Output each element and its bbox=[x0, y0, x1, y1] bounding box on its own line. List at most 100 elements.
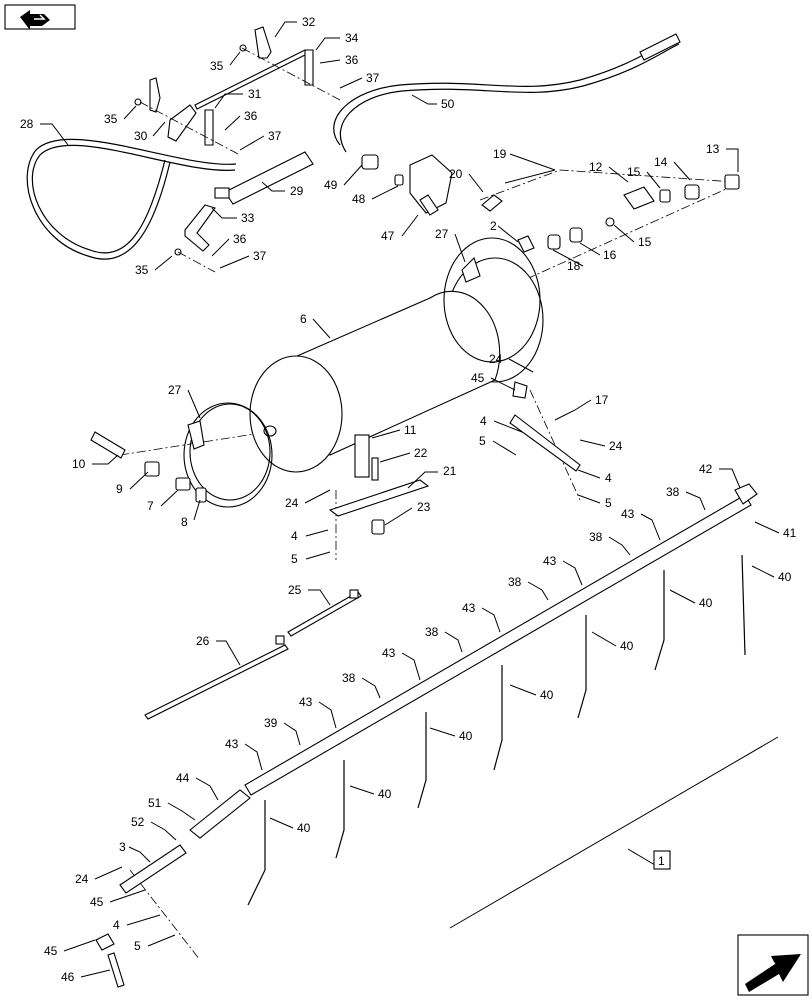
callout-label-c24a: 24 bbox=[489, 352, 503, 366]
callout-label-c9: 9 bbox=[116, 482, 123, 496]
callout-label-c38e: 38 bbox=[342, 671, 356, 685]
callout-label-c13: 13 bbox=[706, 142, 720, 156]
callout-label-c27a: 27 bbox=[435, 227, 449, 241]
callout-label-c8: 8 bbox=[181, 515, 188, 529]
callout-label-c38c: 38 bbox=[508, 575, 522, 589]
callout-label-c24b: 24 bbox=[609, 439, 623, 453]
callout-label-c4c: 4 bbox=[291, 529, 298, 543]
leader-lines bbox=[40, 21, 780, 978]
callout-label-c29: 29 bbox=[290, 184, 304, 198]
callout-label-c34: 34 bbox=[345, 31, 359, 45]
callout-label-c40g: 40 bbox=[297, 821, 311, 835]
callout-label-c45a: 45 bbox=[471, 371, 485, 385]
assembly-1-bracket: 1 bbox=[449, 736, 779, 929]
callout-label-c37c: 37 bbox=[253, 249, 267, 263]
callout-label-c22: 22 bbox=[414, 446, 428, 460]
air-tank bbox=[183, 237, 581, 535]
manifold-pipe bbox=[95, 483, 758, 988]
assembly-number-label: 1 bbox=[658, 854, 665, 868]
callout-label-c28: 28 bbox=[20, 117, 34, 131]
callout-label-c52: 52 bbox=[131, 815, 145, 829]
callout-label-c20: 20 bbox=[449, 167, 463, 181]
callout-label-c40e: 40 bbox=[459, 729, 473, 743]
callout-label-c30: 30 bbox=[134, 129, 148, 143]
callout-label-c38a: 38 bbox=[666, 485, 680, 499]
callout-label-c35a: 35 bbox=[210, 59, 224, 73]
callout-label-c43a: 43 bbox=[621, 507, 635, 521]
callout-label-c6: 6 bbox=[300, 312, 307, 326]
callout-label-c5d: 5 bbox=[134, 939, 141, 953]
callout-label-c35b: 35 bbox=[104, 112, 118, 126]
callout-label-c18: 18 bbox=[567, 259, 581, 273]
callout-label-c15b: 15 bbox=[638, 235, 652, 249]
drop-pipes bbox=[247, 554, 746, 906]
callout-label-c43f: 43 bbox=[225, 737, 239, 751]
callout-label-c37b: 37 bbox=[268, 129, 282, 143]
cable-ties bbox=[144, 589, 362, 720]
callout-label-c45c: 45 bbox=[44, 944, 58, 958]
callout-label-c21: 21 bbox=[443, 464, 457, 478]
callout-label-c4d: 4 bbox=[113, 918, 120, 932]
callout-label-c4a: 4 bbox=[480, 414, 487, 428]
forward-arrow-icon[interactable] bbox=[737, 934, 809, 996]
callout-label-c48: 48 bbox=[352, 192, 366, 206]
callout-label-c16: 16 bbox=[603, 248, 617, 262]
callout-label-c46: 46 bbox=[61, 970, 75, 984]
callout-label-c26: 26 bbox=[196, 634, 210, 648]
callout-label-c3: 3 bbox=[119, 840, 126, 854]
callout-label-c2: 2 bbox=[490, 219, 497, 233]
callout-label-c33: 33 bbox=[241, 211, 255, 225]
callout-label-c50: 50 bbox=[441, 97, 455, 111]
callout-label-c39: 39 bbox=[264, 716, 278, 730]
callout-label-c51: 51 bbox=[148, 796, 162, 810]
callout-label-c40f: 40 bbox=[378, 787, 392, 801]
callout-label-c47: 47 bbox=[381, 229, 395, 243]
callout-label-c44: 44 bbox=[176, 771, 190, 785]
callout-label-c4b: 4 bbox=[605, 471, 612, 485]
callout-label-c36a: 36 bbox=[345, 53, 359, 67]
bracket-parts bbox=[134, 26, 314, 256]
callout-label-c19: 19 bbox=[493, 147, 507, 161]
callout-label-c43b: 43 bbox=[543, 554, 557, 568]
back-arrow-icon[interactable] bbox=[4, 4, 76, 30]
callout-label-c5a: 5 bbox=[479, 434, 486, 448]
callout-label-c14: 14 bbox=[654, 155, 668, 169]
callout-label-c7: 7 bbox=[147, 499, 154, 513]
callout-label-c37a: 37 bbox=[366, 71, 380, 85]
callout-label-c42: 42 bbox=[699, 462, 713, 476]
callout-label-c40d: 40 bbox=[540, 688, 554, 702]
callout-label-c5c: 5 bbox=[291, 552, 298, 566]
callout-label-c31: 31 bbox=[248, 87, 262, 101]
sensor-parts bbox=[90, 431, 207, 503]
callout-label-c36c: 36 bbox=[233, 232, 247, 246]
callout-label-c17: 17 bbox=[595, 393, 609, 407]
hose-50 bbox=[333, 33, 681, 153]
callout-label-c38b: 38 bbox=[589, 530, 603, 544]
callout-label-c40b: 40 bbox=[699, 596, 713, 610]
callout-label-c27b: 27 bbox=[168, 383, 182, 397]
callout-label-c23: 23 bbox=[417, 500, 431, 514]
callout-label-c15a: 15 bbox=[627, 165, 641, 179]
callout-label-c32: 32 bbox=[302, 15, 316, 29]
callout-label-c45b: 45 bbox=[90, 895, 104, 909]
callout-label-c11: 11 bbox=[404, 423, 417, 437]
callout-label-c36b: 36 bbox=[244, 109, 258, 123]
valve-group bbox=[361, 154, 740, 253]
callout-label-c40c: 40 bbox=[620, 639, 634, 653]
callout-label-c24c: 24 bbox=[285, 496, 299, 510]
callout-label-c43e: 43 bbox=[299, 695, 313, 709]
callout-label-c41: 41 bbox=[783, 526, 797, 540]
callout-label-c43c: 43 bbox=[462, 601, 476, 615]
callout-label-c10: 10 bbox=[72, 457, 86, 471]
callout-label-c40a: 40 bbox=[778, 570, 792, 584]
callout-label-c25: 25 bbox=[288, 583, 302, 597]
hose-28 bbox=[26, 138, 237, 260]
callout-label-c38d: 38 bbox=[425, 625, 439, 639]
callout-label-c12: 12 bbox=[589, 160, 603, 174]
callout-label-c49: 49 bbox=[324, 178, 338, 192]
callout-label-c43d: 43 bbox=[382, 646, 396, 660]
callout-label-c24d: 24 bbox=[75, 872, 89, 886]
callout-label-c5b: 5 bbox=[605, 496, 612, 510]
